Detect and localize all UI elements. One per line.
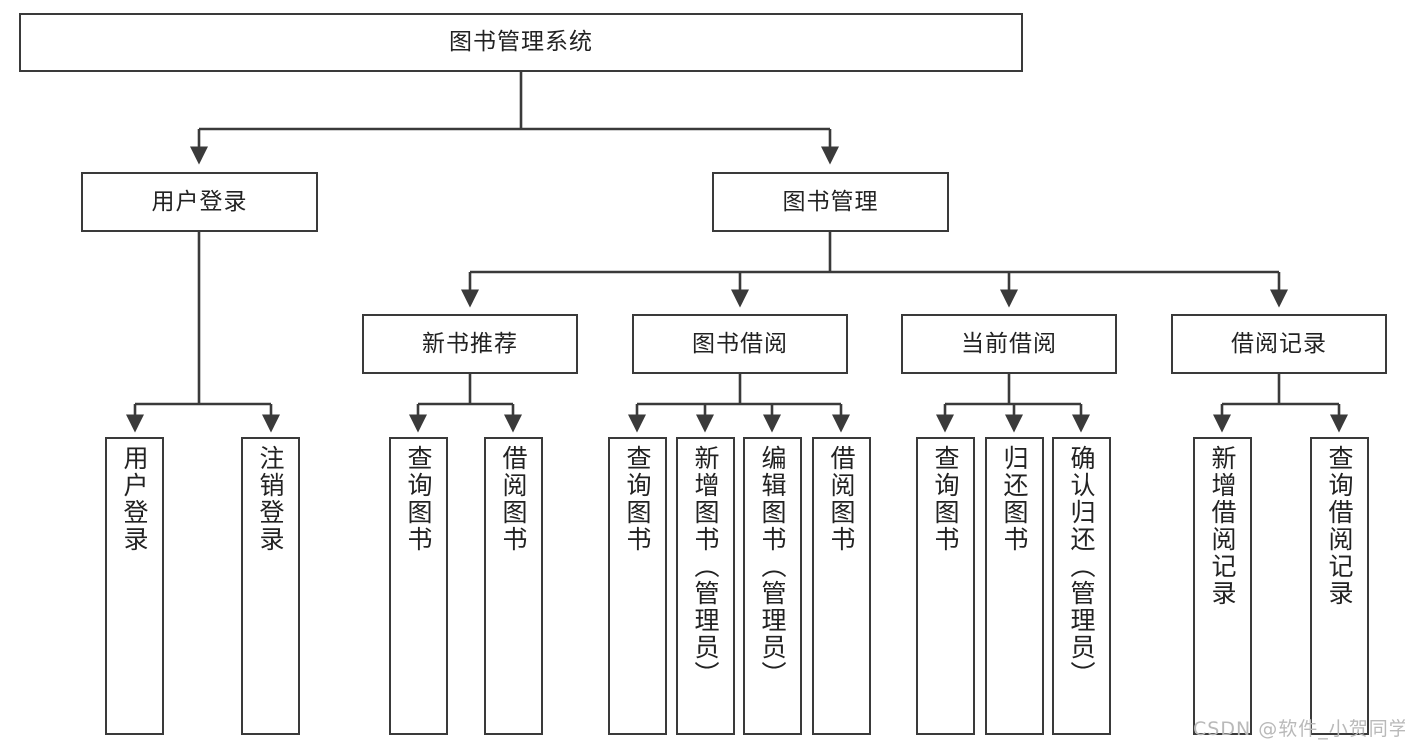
node-label: 借阅图书	[499, 445, 528, 553]
node-label: 新增图书（管理员）	[691, 445, 720, 688]
node-label: 借阅记录	[1231, 330, 1327, 357]
node-leaf-query-books-borrow[interactable]: 查询图书	[608, 437, 667, 735]
node-leaf-confirm-return-admin[interactable]: 确认归还（管理员）	[1052, 437, 1111, 735]
node-label: 用户登录	[120, 445, 149, 553]
node-label: 图书管理	[782, 188, 879, 215]
node-label: 借阅图书	[827, 445, 856, 553]
node-leaf-logout[interactable]: 注销登录	[241, 437, 300, 735]
node-book-management[interactable]: 图书管理	[712, 172, 949, 232]
node-label: 用户登录	[151, 188, 248, 215]
node-leaf-add-book-admin[interactable]: 新增图书（管理员）	[676, 437, 735, 735]
node-leaf-user-login[interactable]: 用户登录	[105, 437, 164, 735]
node-leaf-query-books-current[interactable]: 查询图书	[916, 437, 975, 735]
node-label: 当前借阅	[961, 330, 1057, 357]
node-label: 确认归还（管理员）	[1067, 445, 1096, 688]
node-book-borrowing[interactable]: 图书借阅	[632, 314, 848, 374]
node-root-book-management-system[interactable]: 图书管理系统	[19, 13, 1023, 72]
node-label: 归还图书	[1000, 445, 1029, 553]
node-label: 新增借阅记录	[1208, 445, 1237, 607]
node-label: 查询图书	[404, 445, 433, 553]
node-label: 查询图书	[623, 445, 652, 553]
node-label: 图书借阅	[692, 330, 788, 357]
node-leaf-edit-book-admin[interactable]: 编辑图书（管理员）	[743, 437, 802, 735]
node-label: 查询借阅记录	[1325, 445, 1354, 607]
node-label: 图书管理系统	[449, 29, 593, 56]
node-label: 新书推荐	[422, 330, 518, 357]
node-label: 查询图书	[931, 445, 960, 553]
node-new-book-recommendation[interactable]: 新书推荐	[362, 314, 578, 374]
node-user-login[interactable]: 用户登录	[81, 172, 318, 232]
node-current-borrowing[interactable]: 当前借阅	[901, 314, 1117, 374]
node-leaf-add-borrow-record[interactable]: 新增借阅记录	[1193, 437, 1252, 735]
node-leaf-query-borrow-record[interactable]: 查询借阅记录	[1310, 437, 1369, 735]
node-leaf-borrow-books[interactable]: 借阅图书	[812, 437, 871, 735]
node-label: 编辑图书（管理员）	[758, 445, 787, 688]
node-label: 注销登录	[256, 445, 285, 553]
node-leaf-borrow-books-newbook[interactable]: 借阅图书	[484, 437, 543, 735]
node-leaf-return-books[interactable]: 归还图书	[985, 437, 1044, 735]
node-leaf-query-books-newbook[interactable]: 查询图书	[389, 437, 448, 735]
node-borrow-records[interactable]: 借阅记录	[1171, 314, 1387, 374]
